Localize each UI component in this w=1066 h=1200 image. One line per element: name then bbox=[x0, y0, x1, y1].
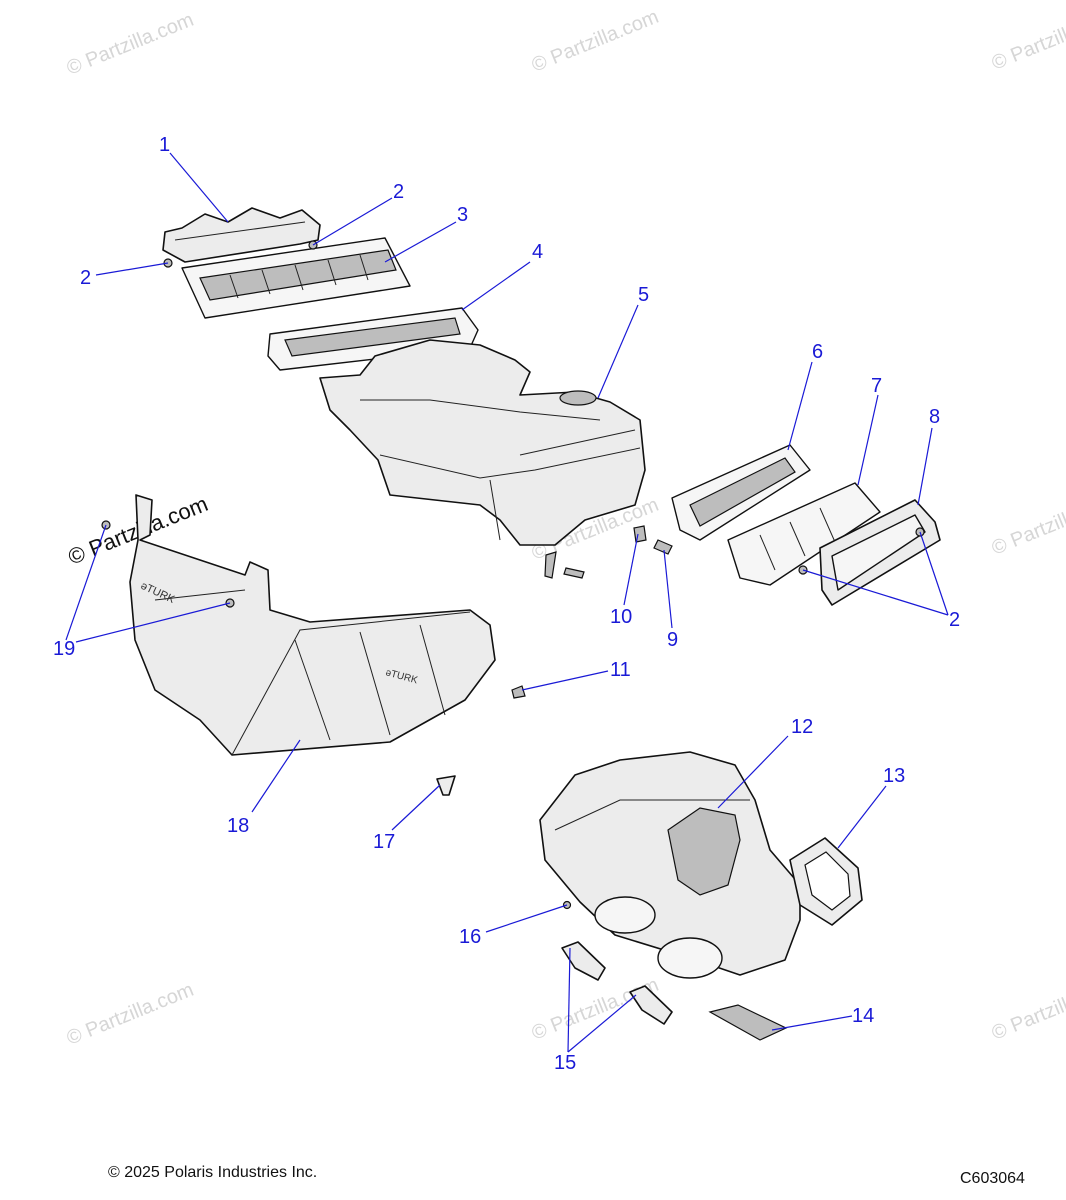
callout-18[interactable]: 18 bbox=[227, 815, 249, 837]
callout-5[interactable]: 5 bbox=[638, 284, 649, 306]
callout-3[interactable]: 3 bbox=[457, 204, 468, 226]
callout-16[interactable]: 16 bbox=[459, 926, 481, 948]
callout-2[interactable]: 2 bbox=[949, 609, 960, 631]
part-9-fastener[interactable] bbox=[653, 539, 673, 555]
watermark: © Partzilla.com bbox=[64, 979, 197, 1050]
part-14-label[interactable] bbox=[708, 1004, 788, 1041]
callout-17[interactable]: 17 bbox=[373, 831, 395, 853]
fasteners[interactable] bbox=[101, 240, 925, 910]
callout-9[interactable]: 9 bbox=[667, 629, 678, 651]
part-18-intake-duct[interactable]: əTURK əTURK bbox=[129, 494, 496, 756]
part-4-bezel[interactable] bbox=[267, 307, 479, 371]
part-11-fastener[interactable] bbox=[511, 685, 526, 699]
leader-lines bbox=[65, 152, 949, 1053]
callout-11[interactable]: 11 bbox=[610, 659, 631, 681]
callout-6[interactable]: 6 bbox=[812, 341, 823, 363]
watermark: © Partzilla.com bbox=[989, 4, 1066, 75]
copyright-notice: © 2025 Polaris Industries Inc. bbox=[108, 1164, 318, 1181]
part-3-grille-frame[interactable] bbox=[181, 237, 411, 319]
callout-7[interactable]: 7 bbox=[871, 375, 882, 397]
diagram-code: C603064 bbox=[960, 1170, 1025, 1187]
callout-1[interactable]: 1 bbox=[159, 134, 170, 156]
callout-labels: 1 2 3 4 5 6 7 8 2 2 9 10 11 12 13 14 15 … bbox=[53, 134, 960, 1074]
callout-14[interactable]: 14 bbox=[852, 1005, 874, 1027]
callout-13[interactable]: 13 bbox=[883, 765, 905, 787]
callout-2[interactable]: 2 bbox=[393, 181, 404, 203]
watermark: © Partzilla.com bbox=[529, 6, 662, 77]
watermark: © Partzilla.com bbox=[989, 974, 1066, 1045]
watermark: © Partzilla.com bbox=[64, 9, 197, 80]
part-8-cover-plate[interactable] bbox=[819, 499, 941, 606]
clip[interactable] bbox=[544, 551, 557, 579]
bolt[interactable] bbox=[563, 567, 585, 579]
part-10-clip[interactable] bbox=[633, 525, 647, 543]
callout-2[interactable]: 2 bbox=[80, 267, 91, 289]
part-15-clamp[interactable] bbox=[561, 941, 673, 1025]
part-1-cover-plate[interactable] bbox=[162, 207, 321, 263]
callout-15[interactable]: 15 bbox=[554, 1052, 576, 1074]
callout-4[interactable]: 4 bbox=[532, 241, 543, 263]
callout-8[interactable]: 8 bbox=[929, 406, 940, 428]
part-6-frame[interactable] bbox=[671, 444, 811, 541]
part-5-upper-housing[interactable] bbox=[319, 339, 646, 546]
part-13-gasket[interactable] bbox=[789, 837, 863, 926]
callout-10[interactable]: 10 bbox=[610, 606, 632, 628]
part-12-lower-airbox[interactable] bbox=[539, 751, 801, 979]
part-17-plug[interactable] bbox=[436, 775, 456, 796]
callout-12[interactable]: 12 bbox=[791, 716, 813, 738]
watermark: © Partzilla.com bbox=[989, 489, 1066, 560]
callout-19[interactable]: 19 bbox=[53, 638, 75, 660]
